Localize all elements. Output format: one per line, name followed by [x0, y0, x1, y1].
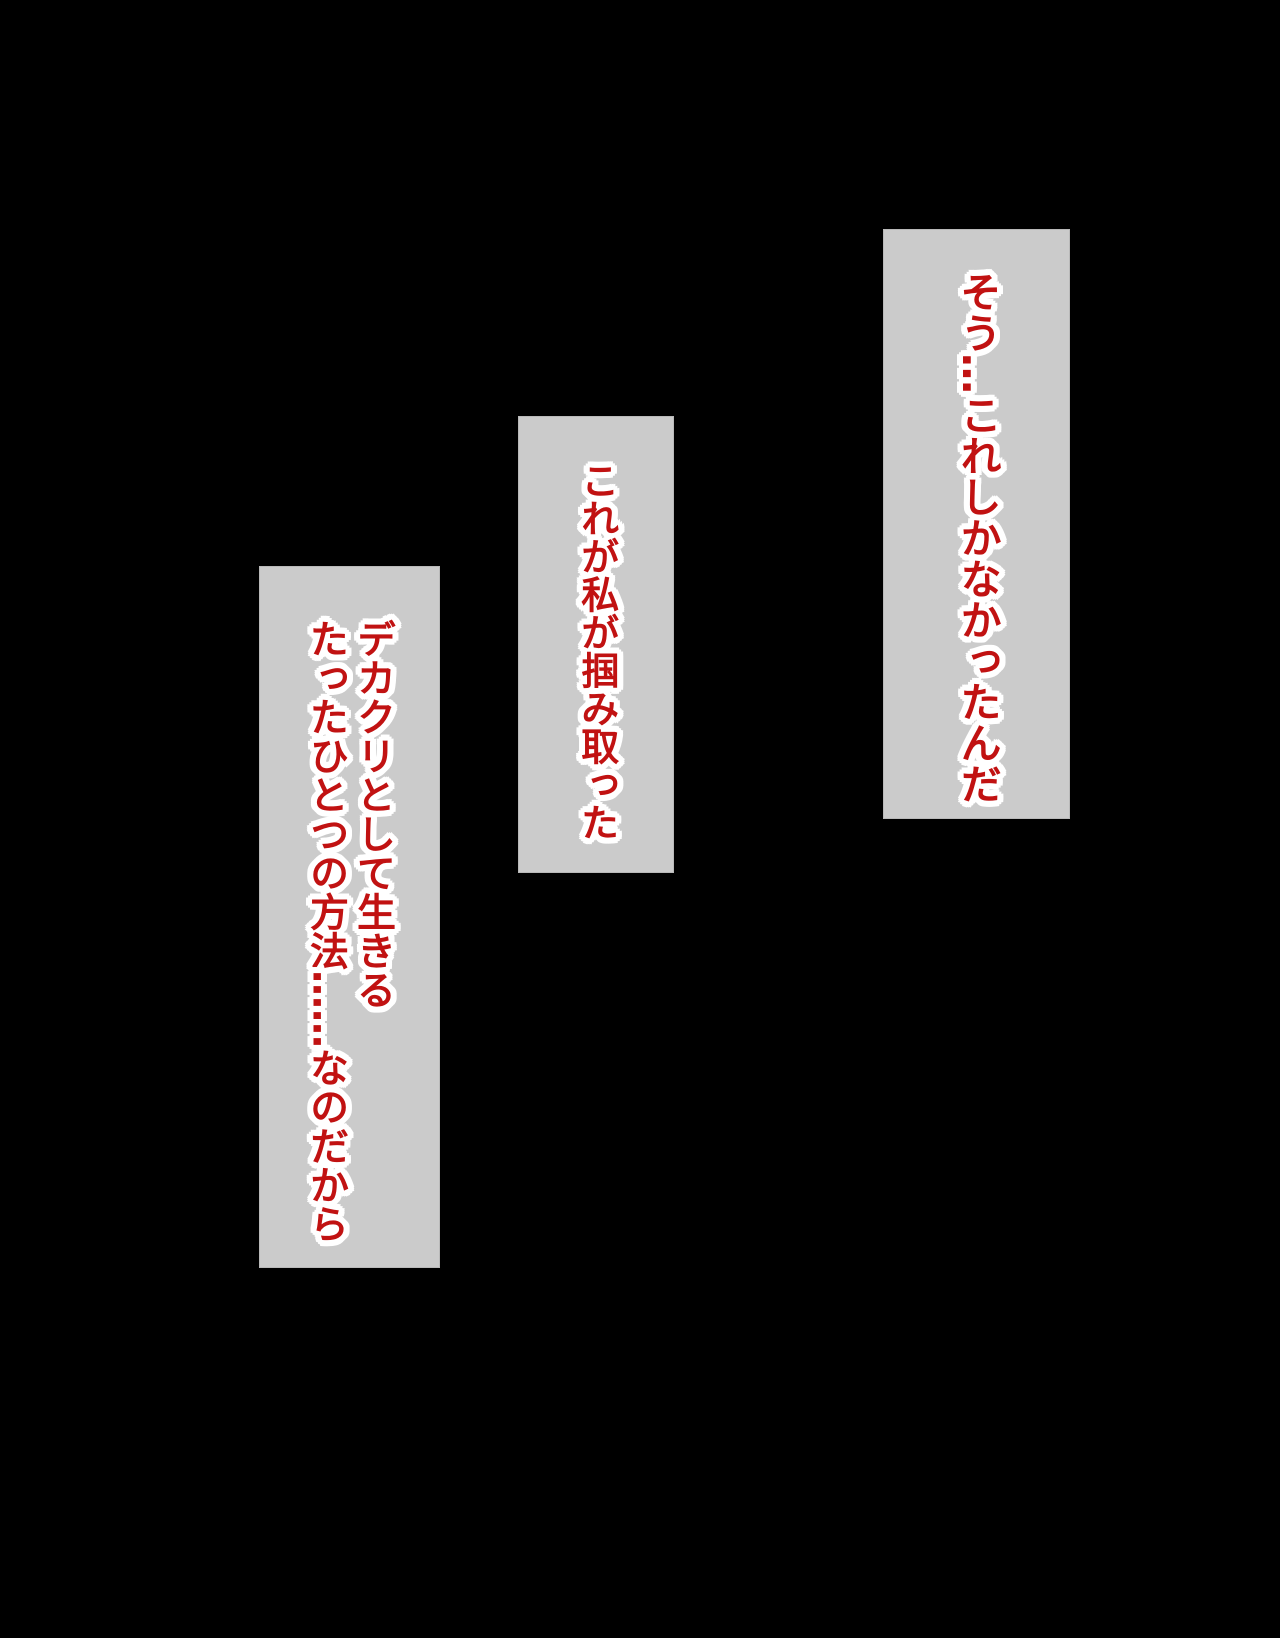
caption-box-right: そう…これしかなかったんだ: [883, 229, 1070, 819]
caption-text-right: そう…これしかなかったんだ: [952, 271, 1001, 804]
caption-text-middle: これが私が掴み取った: [573, 461, 619, 841]
caption-text-left: デカクリとして生きる たったひとつの方法……なのだから: [303, 619, 397, 1243]
caption-line: たったひとつの方法……なのだから: [303, 619, 349, 1243]
caption-box-left: デカクリとして生きる たったひとつの方法……なのだから: [259, 566, 440, 1268]
caption-box-middle: これが私が掴み取った: [518, 416, 674, 873]
caption-line: デカクリとして生きる: [350, 619, 396, 1009]
caption-line: これが私が掴み取った: [574, 461, 619, 841]
caption-line: そう…これしかなかったんだ: [953, 271, 1002, 804]
